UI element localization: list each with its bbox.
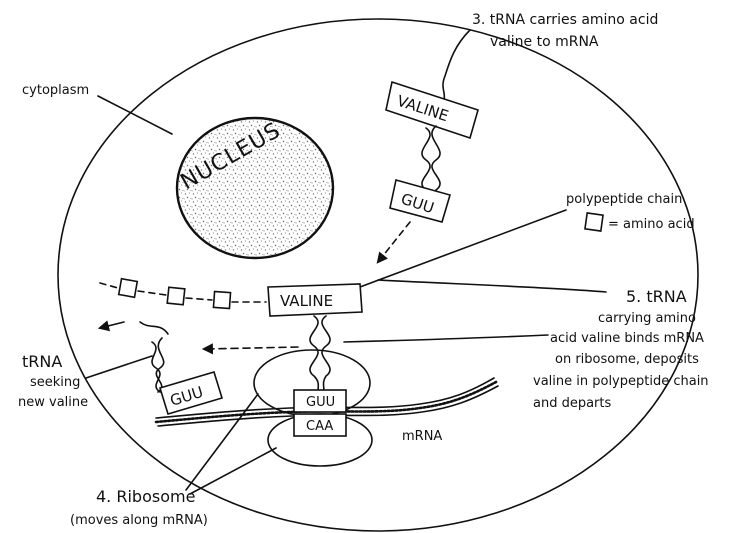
departing-arrow	[204, 347, 298, 349]
cytoplasm-label: cytoplasm	[22, 83, 89, 98]
mrna-label: mRNA	[402, 429, 442, 444]
svg-text:VALINE: VALINE	[280, 292, 333, 310]
step5-line2: acid valine binds mRNA	[550, 331, 704, 346]
step5-leader-bottom	[344, 335, 548, 342]
step5-title: 5. tRNA	[626, 287, 687, 306]
trna-seeking-line3: new valine	[18, 395, 88, 410]
amino-acid-key-box	[585, 213, 603, 231]
guu-anticodon-label: GUU	[306, 395, 335, 410]
step5-line3: on ribosome, deposits	[555, 352, 699, 367]
polypeptide-leader	[352, 210, 566, 290]
step5-line5: and departs	[533, 396, 612, 411]
cytoplasm-leader	[98, 96, 172, 134]
polypeptide-label: polypeptide chain	[566, 192, 682, 207]
step4-line1: 4. Ribosome	[96, 487, 195, 506]
step3-leader	[443, 30, 470, 100]
step5-line4: valine in polypeptide chain	[533, 374, 709, 389]
step4-line2: (moves along mRNA)	[70, 513, 208, 528]
trna-seeking-leader	[86, 356, 152, 378]
step5-line1: carrying amino	[598, 311, 696, 326]
amino-acid-key-label: = amino acid	[608, 217, 695, 232]
step4-leader-small	[190, 448, 276, 494]
trna-seeking-line1: tRNA	[22, 352, 62, 371]
caa-codon-label: CAA	[306, 419, 333, 434]
step3-label-line1: 3. tRNA carries amino acid	[472, 12, 658, 28]
step5-leader-top	[378, 280, 606, 292]
polypeptide-chain	[100, 279, 266, 309]
step4-leader-large	[186, 394, 258, 490]
cell-membrane	[58, 19, 698, 531]
trna-seeking-line2: seeking	[30, 375, 80, 390]
trna-incoming: VALINE GUU	[386, 82, 478, 222]
trna-bound: VALINE	[268, 284, 362, 392]
step3-label-line2: valine to mRNA	[490, 34, 599, 50]
incoming-arrow	[378, 222, 410, 262]
